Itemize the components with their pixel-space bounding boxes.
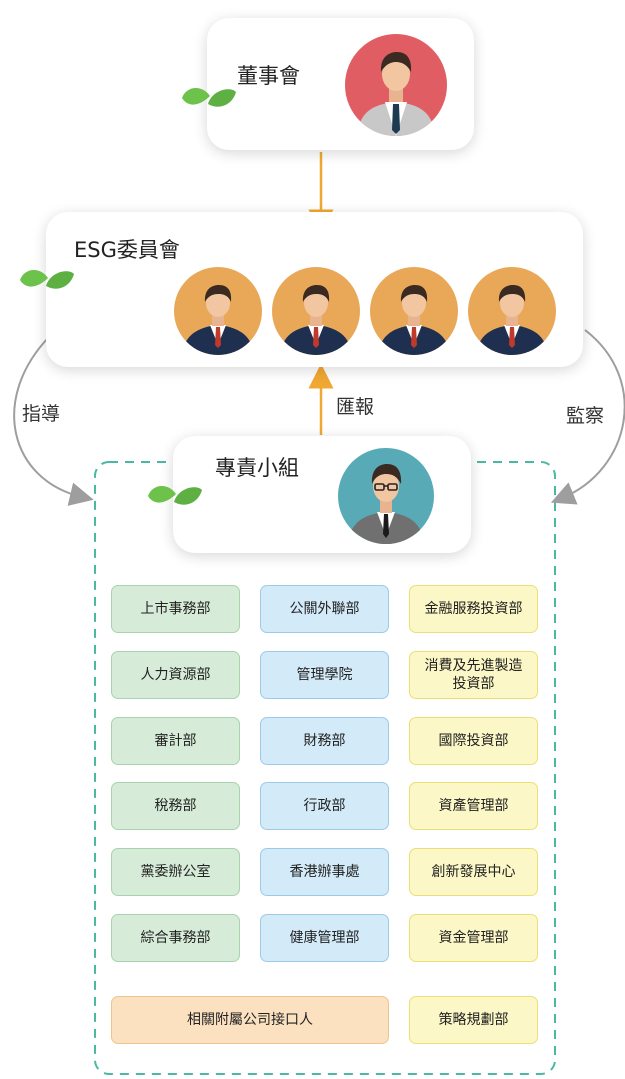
dept-box: 創新發展中心 bbox=[409, 848, 538, 896]
dept-box: 資金管理部 bbox=[409, 914, 538, 962]
dept-box: 稅務部 bbox=[111, 782, 240, 830]
member-avatar-icon bbox=[272, 267, 360, 355]
dept-box: 上市事務部 bbox=[111, 585, 240, 633]
task-force-group-border bbox=[94, 461, 556, 1075]
dept-box: 金融服務投資部 bbox=[409, 585, 538, 633]
task-force-card: 專責小組 bbox=[173, 436, 471, 553]
member-avatar-icon bbox=[370, 267, 458, 355]
leaf-icon bbox=[182, 87, 236, 107]
board-card: 董事會 bbox=[207, 18, 474, 150]
esg-committee-title: ESG委員會 bbox=[74, 238, 180, 262]
dept-box: 審計部 bbox=[111, 717, 240, 765]
member-avatar-icon bbox=[468, 267, 556, 355]
dept-box: 黨委辦公室 bbox=[111, 848, 240, 896]
dept-box: 綜合事務部 bbox=[111, 914, 240, 962]
board-title: 董事會 bbox=[237, 64, 300, 88]
guide-curve-arrow bbox=[13, 337, 94, 506]
dept-box: 資產管理部 bbox=[409, 782, 538, 830]
task-force-title: 專責小組 bbox=[215, 456, 299, 480]
glasses-man-avatar-icon bbox=[338, 448, 434, 544]
dept-box: 消費及先進製造 投資部 bbox=[409, 651, 538, 699]
businessman-avatar-icon bbox=[345, 34, 447, 136]
member-avatar-icon bbox=[174, 267, 262, 355]
dept-box: 管理學院 bbox=[260, 651, 389, 699]
leaf-icon bbox=[20, 269, 74, 289]
dept-box: 香港辦事處 bbox=[260, 848, 389, 896]
guide-label: 指導 bbox=[22, 403, 61, 425]
esg-committee-card: ESG委員會 bbox=[46, 212, 583, 367]
dept-box: 公關外聯部 bbox=[260, 585, 389, 633]
liaison-box: 相關附屬公司接口人 bbox=[111, 996, 389, 1044]
dept-box: 行政部 bbox=[260, 782, 389, 830]
leaf-icon bbox=[148, 485, 202, 505]
dept-box: 國際投資部 bbox=[409, 717, 538, 765]
supervise-curve-arrow bbox=[550, 329, 625, 505]
dept-box: 人力資源部 bbox=[111, 651, 240, 699]
dept-box: 健康管理部 bbox=[260, 914, 389, 962]
strategy-dept-box: 策略規劃部 bbox=[409, 996, 538, 1044]
dept-box: 財務部 bbox=[260, 717, 389, 765]
supervise-label: 監察 bbox=[566, 405, 605, 427]
report-label: 匯報 bbox=[336, 396, 375, 418]
